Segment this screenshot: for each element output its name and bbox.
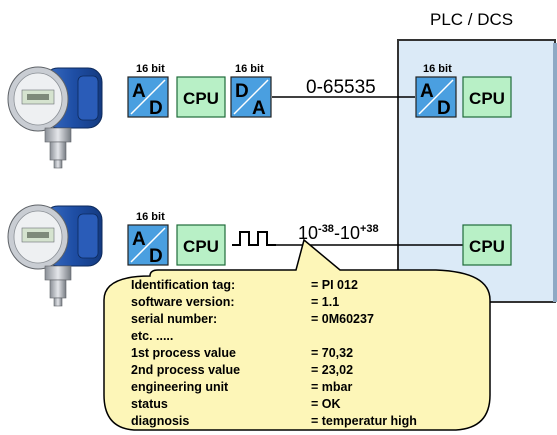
info-label: Identification tag:	[131, 278, 236, 292]
cpu-block-plc-2-label: CPU	[469, 237, 505, 256]
info-row-software-version: software version: = 1.1	[131, 295, 339, 310]
info-label: status	[131, 397, 168, 411]
digital-range-label: 10-38-10+38	[298, 223, 379, 244]
digital-exp-low: -38	[318, 223, 334, 235]
cpu-block-plc-1-label: CPU	[469, 89, 505, 108]
ad-converter-plc-top: A	[420, 81, 434, 102]
cpu-block-1: CPU	[176, 76, 226, 118]
bits-label-ad-1: 16 bit	[136, 63, 165, 75]
digital-pulse-icon	[232, 231, 276, 246]
da-converter-top: D	[235, 81, 249, 102]
ad-converter-2-top: A	[132, 229, 146, 250]
info-value: = PI 012	[311, 278, 358, 292]
bits-label-ad-plc: 16 bit	[423, 63, 452, 75]
info-label: etc. .....	[131, 329, 174, 343]
info-value: = 70,32	[311, 346, 354, 360]
info-value: = 0M60237	[311, 312, 374, 326]
info-label: engineering unit	[131, 380, 229, 394]
info-row-engineering-unit: engineering unit = mbar	[131, 380, 352, 395]
info-bubble	[103, 238, 491, 431]
plc-panel-shadow	[553, 43, 557, 302]
ad-converter-1-top: A	[132, 81, 146, 102]
info-value: = temperatur high	[311, 414, 417, 428]
info-value: = 1.1	[311, 295, 340, 309]
info-label: 1st process value	[131, 346, 236, 360]
cpu-block-2: CPU	[176, 224, 226, 266]
ad-converter-plc-bottom: D	[437, 98, 451, 118]
info-value: = 23,02	[311, 363, 354, 377]
info-label: 2nd process value	[131, 363, 241, 377]
bits-label-ad-2: 16 bit	[136, 211, 165, 223]
cpu-block-plc-2: CPU	[462, 224, 512, 266]
info-row-etc: etc. .....	[131, 329, 173, 344]
info-label: serial number:	[131, 312, 218, 326]
info-row-process-value-2: 2nd process value = 23,02	[131, 363, 353, 378]
info-label: software version:	[131, 295, 235, 309]
info-row-id-tag: Identification tag: = PI 012	[131, 278, 358, 293]
info-value: = OK	[311, 397, 341, 411]
info-row-status: status = OK	[131, 397, 341, 412]
info-row-diagnosis: diagnosis = temperatur high	[131, 414, 417, 429]
pressure-transmitter-analog	[7, 66, 103, 169]
bits-label-da: 16 bit	[235, 63, 264, 75]
digital-sep: -10	[333, 223, 360, 243]
cpu-block-plc-1: CPU	[462, 76, 512, 118]
da-converter-bottom: A	[252, 98, 266, 118]
info-label: diagnosis	[131, 414, 190, 428]
ad-converter-1-bottom: D	[149, 98, 163, 118]
da-converter: D A	[230, 76, 272, 118]
ad-converter-plc: A D	[415, 76, 457, 118]
info-row-process-value-1: 1st process value = 70,32	[131, 346, 353, 361]
ad-converter-2: A D	[127, 224, 169, 266]
ad-converter-1: A D	[127, 76, 169, 118]
plc-title: PLC / DCS	[430, 10, 514, 29]
pressure-transmitter-digital	[7, 204, 103, 307]
info-value: = mbar	[311, 380, 353, 394]
cpu-block-2-label: CPU	[183, 237, 219, 256]
info-row-serial-number: serial number: = 0M60237	[131, 312, 374, 327]
digital-exp-high: +38	[359, 223, 379, 235]
analog-range-label: 0-65535	[306, 77, 376, 98]
ad-converter-2-bottom: D	[149, 246, 163, 266]
cpu-block-1-label: CPU	[183, 89, 219, 108]
digital-base-1: 10	[298, 223, 319, 243]
